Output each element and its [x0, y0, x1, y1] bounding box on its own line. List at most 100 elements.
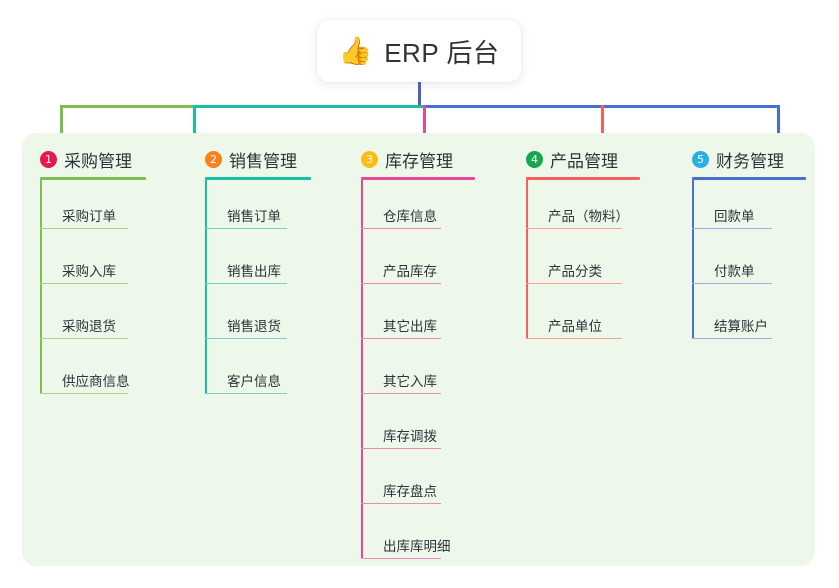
branch-item[interactable]: 客户信息: [205, 345, 311, 400]
branch-item-rule: [692, 337, 772, 339]
branch-number-badge: 2: [205, 150, 222, 168]
thumbs-up-icon: 👍: [338, 35, 373, 66]
branch-item-rule: [361, 227, 441, 229]
branch-item[interactable]: 销售退货: [205, 290, 311, 345]
branch-item-label: 产品库存: [383, 264, 437, 279]
branch-item-label: 付款单: [714, 264, 755, 279]
branch-trunk-line: [692, 180, 694, 339]
branch-title: 销售管理: [229, 151, 297, 171]
branch-item[interactable]: 产品分类: [526, 235, 640, 290]
branch-item-rule: [361, 337, 441, 339]
branch-item-label: 库存调拨: [383, 429, 437, 444]
branch-items: 销售订单销售出库销售退货客户信息: [205, 180, 311, 400]
branch-item-label: 销售退货: [227, 319, 281, 334]
branch-items: 仓库信息产品库存其它出库其它入库库存调拨库存盘点出库库明细: [361, 180, 475, 565]
branch-item-rule: [361, 282, 441, 284]
branch-header-rule: [692, 177, 806, 180]
branch-item[interactable]: 供应商信息: [40, 345, 146, 400]
branch-item-label: 出库库明细: [383, 539, 451, 554]
branch-item[interactable]: 回款单: [692, 180, 806, 235]
bus-green: [60, 105, 195, 108]
branch-item-rule: [361, 502, 441, 504]
branch-number-badge: 5: [692, 150, 709, 168]
branch-item[interactable]: 采购订单: [40, 180, 146, 235]
branch-item-label: 产品分类: [548, 264, 602, 279]
branch-item-rule: [692, 227, 772, 229]
branch-items: 产品（物料） 产品分类产品单位: [526, 180, 640, 345]
branch-items: 采购订单采购入库采购退货供应商信息: [40, 180, 146, 400]
branch-item-rule: [361, 557, 441, 559]
branch-item-rule: [361, 447, 441, 449]
branch-item-label: 回款单: [714, 209, 755, 224]
branch-item[interactable]: 销售出库: [205, 235, 311, 290]
branch-item[interactable]: 销售订单: [205, 180, 311, 235]
branch-item-label: 销售出库: [227, 264, 281, 279]
branch-item[interactable]: 产品（物料）: [526, 180, 640, 235]
branch-item-rule: [526, 282, 622, 284]
branch-item-label: 其它出库: [383, 319, 437, 334]
branch-item-rule: [40, 337, 128, 339]
branch-item-rule: [205, 337, 287, 339]
branch-item-label: 采购入库: [62, 264, 116, 279]
branch-item[interactable]: 产品单位: [526, 290, 640, 345]
branch-header-1[interactable]: 1 采购管理: [40, 147, 146, 171]
branch-number-badge: 3: [361, 150, 378, 168]
branch-header-2[interactable]: 2 销售管理: [205, 147, 311, 171]
branch-item-label: 供应商信息: [62, 374, 130, 389]
branch-item-label: 客户信息: [227, 374, 281, 389]
branch-item-rule: [40, 392, 128, 394]
branch-items: 回款单付款单结算账户: [692, 180, 806, 345]
branch-item[interactable]: 采购退货: [40, 290, 146, 345]
drop-col-3: [423, 105, 426, 143]
branch-column-3: 3 库存管理仓库信息产品库存其它出库其它入库库存调拨库存盘点出库库明细: [361, 147, 475, 565]
branch-item[interactable]: 采购入库: [40, 235, 146, 290]
root-stem-line: [418, 82, 421, 106]
bus-teal: [193, 105, 425, 108]
branch-item[interactable]: 库存盘点: [361, 455, 475, 510]
branch-trunk-line: [526, 180, 528, 339]
branch-column-2: 2 销售管理销售订单销售出库销售退货客户信息: [205, 147, 311, 400]
branch-item-rule: [526, 227, 622, 229]
branch-number-badge: 1: [40, 150, 57, 168]
branch-item-label: 结算账户: [714, 319, 768, 334]
branch-title: 库存管理: [385, 151, 453, 171]
branch-header-3[interactable]: 3 库存管理: [361, 147, 475, 171]
branch-item-rule: [205, 392, 287, 394]
branch-item-rule: [40, 227, 128, 229]
drop-col-4: [601, 105, 604, 143]
branch-item-rule: [205, 282, 287, 284]
branch-item[interactable]: 付款单: [692, 235, 806, 290]
branch-item[interactable]: 库存调拨: [361, 400, 475, 455]
drop-col-5: [777, 105, 780, 143]
branch-item-label: 产品单位: [548, 319, 602, 334]
branch-trunk-line: [40, 180, 42, 394]
branch-title: 财务管理: [716, 151, 784, 171]
branch-item-rule: [205, 227, 287, 229]
branch-item-label: 采购退货: [62, 319, 116, 334]
branch-item-label: 采购订单: [62, 209, 116, 224]
branch-item[interactable]: 结算账户: [692, 290, 806, 345]
root-node[interactable]: 👍 ERP 后台: [317, 20, 521, 82]
branch-header-rule: [205, 177, 311, 180]
branch-item[interactable]: 出库库明细: [361, 510, 475, 565]
branch-title: 采购管理: [64, 151, 132, 171]
branch-item-label: 销售订单: [227, 209, 281, 224]
branch-item-label: 其它入库: [383, 374, 437, 389]
drop-col-2: [193, 105, 196, 143]
root-title: ERP 后台: [384, 37, 500, 68]
branch-item-rule: [361, 392, 441, 394]
branch-item[interactable]: 产品库存: [361, 235, 475, 290]
branch-item-label: 产品（物料）: [548, 209, 629, 224]
branch-item-rule: [526, 337, 622, 339]
branch-header-rule: [40, 177, 146, 180]
branch-trunk-line: [361, 180, 363, 559]
branch-item-rule: [692, 282, 772, 284]
branch-item[interactable]: 其它入库: [361, 345, 475, 400]
branch-header-5[interactable]: 5 财务管理: [692, 147, 806, 171]
branch-item-rule: [40, 282, 128, 284]
branch-item[interactable]: 其它出库: [361, 290, 475, 345]
branch-item[interactable]: 仓库信息: [361, 180, 475, 235]
